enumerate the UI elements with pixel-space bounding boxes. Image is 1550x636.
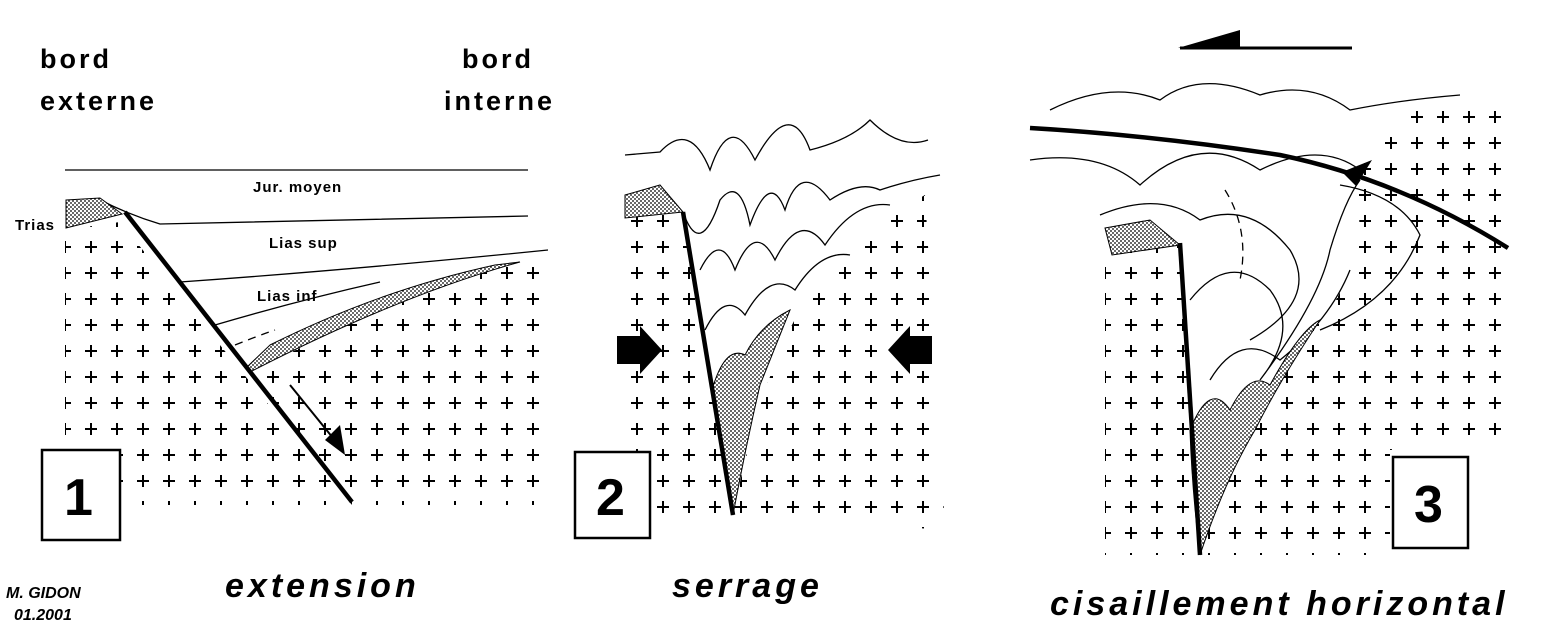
basement-left-block-3 [1105, 245, 1200, 555]
shear-half-arrow-icon [1178, 30, 1240, 48]
caption-cisaillement-horizontal: cisaillement horizontal [1050, 585, 1509, 623]
author-name: M. GIDON [6, 585, 81, 602]
compression-arrow-left-icon [888, 326, 932, 374]
panel-3-cisaillement: 3 cisaillement horizontal [1029, 30, 1510, 623]
thrust-fault [1029, 125, 1510, 250]
panel-number-box-2 [573, 450, 652, 540]
label-jur-moyen: Jur. moyen [253, 179, 342, 196]
fault-3 [1177, 242, 1203, 556]
basement-left-block-2 [625, 212, 733, 530]
fault-arrow-head-icon [325, 425, 345, 455]
lias-inf-dash [234, 329, 276, 346]
lias-inf-line [214, 281, 381, 326]
caption-serrage: serrage [672, 567, 823, 605]
lias-inf-wedge [245, 261, 521, 373]
label-lias-sup: Lias sup [269, 235, 338, 252]
panel-number-2: 2 [596, 469, 625, 527]
panel-number-box-1 [40, 448, 122, 542]
panel-2-serrage: 2 serrage [573, 119, 945, 605]
header-bord-externe-2: externe [40, 86, 157, 116]
panel-number-3: 3 [1414, 476, 1443, 534]
caption-extension: extension [225, 567, 420, 605]
header-bord-interne-1: bord [462, 44, 534, 74]
label-trias: Trias [15, 217, 55, 234]
thrust-arrow-icon [1342, 160, 1372, 186]
header-bord-interne-2: interne [444, 86, 555, 116]
lias-sup-base [179, 249, 549, 283]
basement-right-block-2 [733, 195, 945, 530]
author-date: 01.2001 [14, 607, 72, 624]
compression-arrow-right-icon [617, 326, 662, 374]
label-lias-inf: Lias inf [257, 288, 318, 305]
panel-number-box-3 [1391, 455, 1470, 550]
fault-arrow-shaft [289, 384, 334, 439]
trias-patch-2 [624, 184, 684, 219]
header-bord-externe-1: bord [40, 44, 112, 74]
basement-right-block [250, 252, 550, 505]
jur-moyen-base [99, 199, 529, 225]
panel-1-extension: bord externe bord interne Jur. moyen Tri… [15, 44, 555, 605]
fault-2 [680, 211, 736, 516]
basement-right-block-3 [1200, 100, 1510, 555]
basement-left-block [65, 222, 350, 505]
trias-patch-1 [65, 197, 124, 229]
panel-number-1: 1 [64, 469, 93, 527]
normal-fault [123, 210, 354, 504]
